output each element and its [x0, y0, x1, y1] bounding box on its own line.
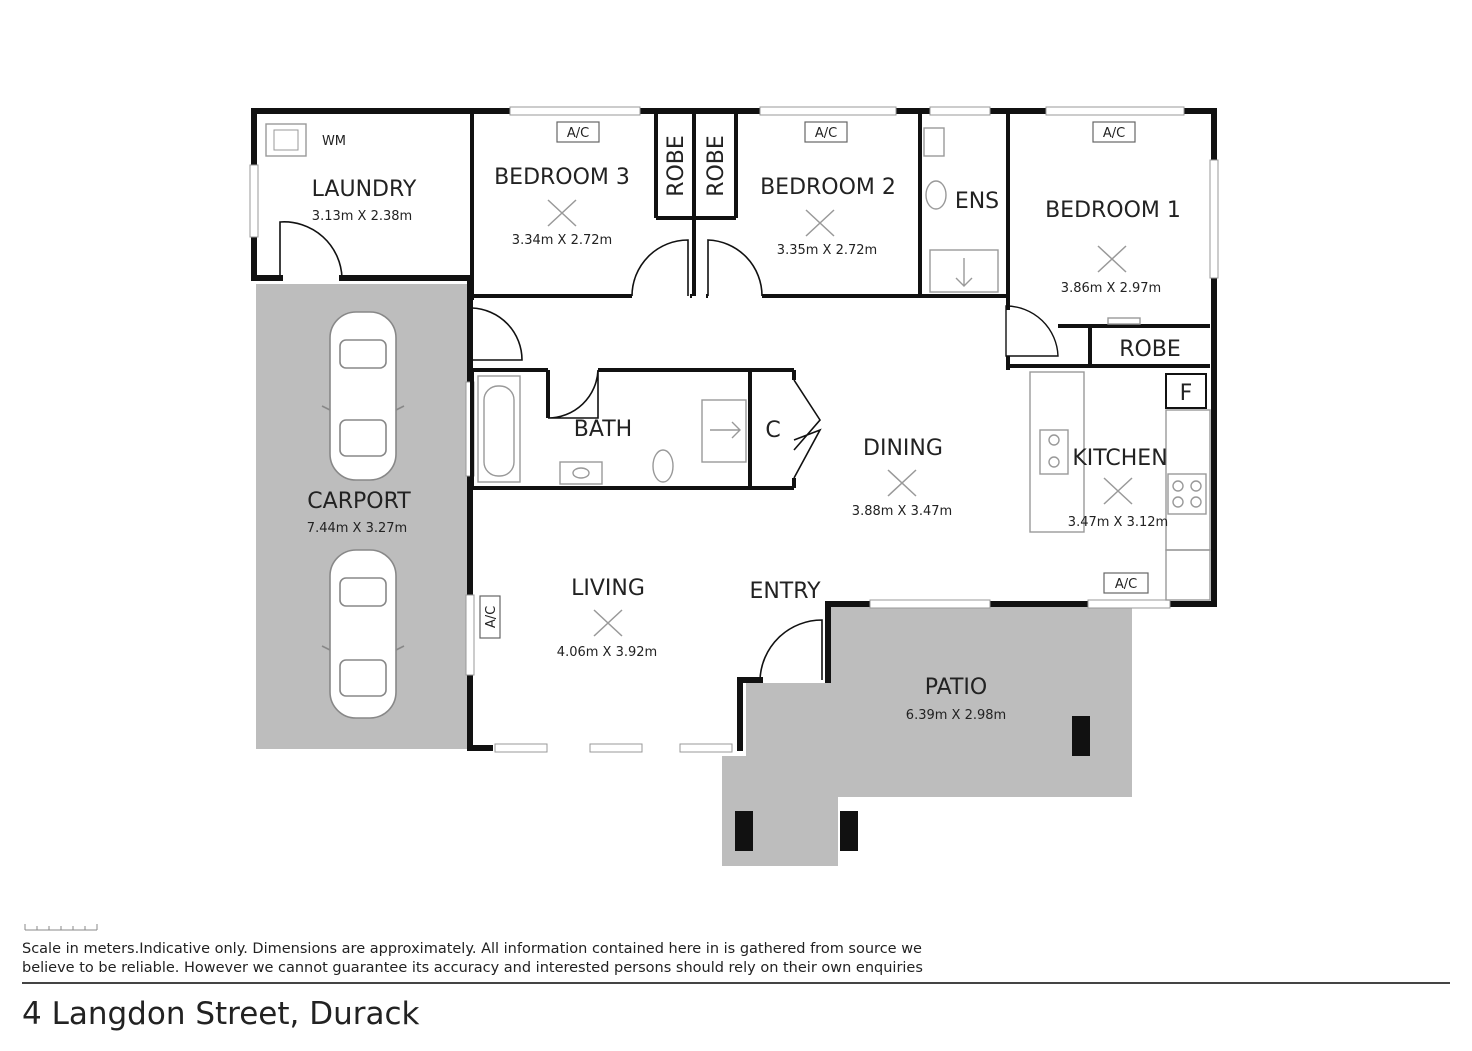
ac-units	[479, 121, 1149, 639]
door-swings	[279, 221, 1059, 681]
disclaimer-line: Scale in meters.Indicative only. Dimensi…	[22, 941, 922, 957]
patio-name: PATIO	[925, 675, 987, 700]
disclaimer-line: believe to be reliable. However we canno…	[22, 960, 923, 976]
ac-label: A/C	[1103, 126, 1125, 141]
kitchen-name: KITCHEN	[1072, 446, 1167, 471]
bedroom2-dims: 3.35m X 2.72m	[777, 243, 877, 258]
cupboard-name: C	[765, 418, 780, 443]
bedroom3-dims: 3.34m X 2.72m	[512, 233, 612, 248]
interior-walls	[470, 114, 1210, 490]
ac-label: A/C	[567, 126, 589, 141]
robe-b2-name: ROBE	[704, 135, 729, 197]
kitchen-fridge-label: F	[1180, 381, 1193, 406]
dining-name: DINING	[863, 436, 943, 461]
ac-label: A/C	[815, 126, 837, 141]
patio-post	[735, 811, 753, 851]
patio-area	[722, 607, 1132, 866]
laundry-name: LAUNDRY	[312, 177, 417, 202]
laundry-wm-label: WM	[322, 134, 346, 149]
patio-post	[840, 811, 858, 851]
ceiling-fans	[547, 199, 1133, 637]
fixtures	[265, 123, 1211, 601]
dining-dims: 3.88m X 3.47m	[852, 504, 952, 519]
disclaimer: Scale in meters.Indicative only. Dimensi…	[22, 940, 982, 978]
patio-dims: 6.39m X 2.98m	[906, 708, 1006, 723]
ensuite-name: ENS	[955, 189, 999, 214]
floor-plan: A/C A/C A/C A/C A/C WM LAUNDRY 3.13m X 2…	[249, 106, 1219, 866]
living-name: LIVING	[571, 576, 645, 601]
bath-name: BATH	[574, 417, 632, 442]
bedroom1-dims: 3.86m X 2.97m	[1061, 281, 1161, 296]
ac-label: A/C	[484, 606, 499, 628]
kitchen-dims: 3.47m X 3.12m	[1068, 515, 1168, 530]
carport-name: CARPORT	[307, 489, 411, 514]
living-dims: 4.06m X 3.92m	[557, 645, 657, 660]
divider	[22, 982, 1450, 984]
robe-b3-name: ROBE	[664, 135, 689, 197]
bedroom3-name: BEDROOM 3	[494, 165, 630, 190]
patio-post	[1072, 716, 1090, 756]
carport-dims: 7.44m X 3.27m	[307, 521, 407, 536]
car-icon	[321, 549, 405, 719]
entry-name: ENTRY	[749, 579, 821, 604]
bedroom2-name: BEDROOM 2	[760, 175, 896, 200]
ac-label: A/C	[1115, 577, 1137, 592]
robe-b1-name: ROBE	[1119, 337, 1181, 362]
scale-bar	[24, 924, 98, 931]
laundry-dims: 3.13m X 2.38m	[312, 209, 412, 224]
property-address: 4 Langdon Street, Durack	[22, 996, 420, 1032]
car-icon	[321, 311, 405, 481]
bedroom1-name: BEDROOM 1	[1045, 198, 1181, 223]
